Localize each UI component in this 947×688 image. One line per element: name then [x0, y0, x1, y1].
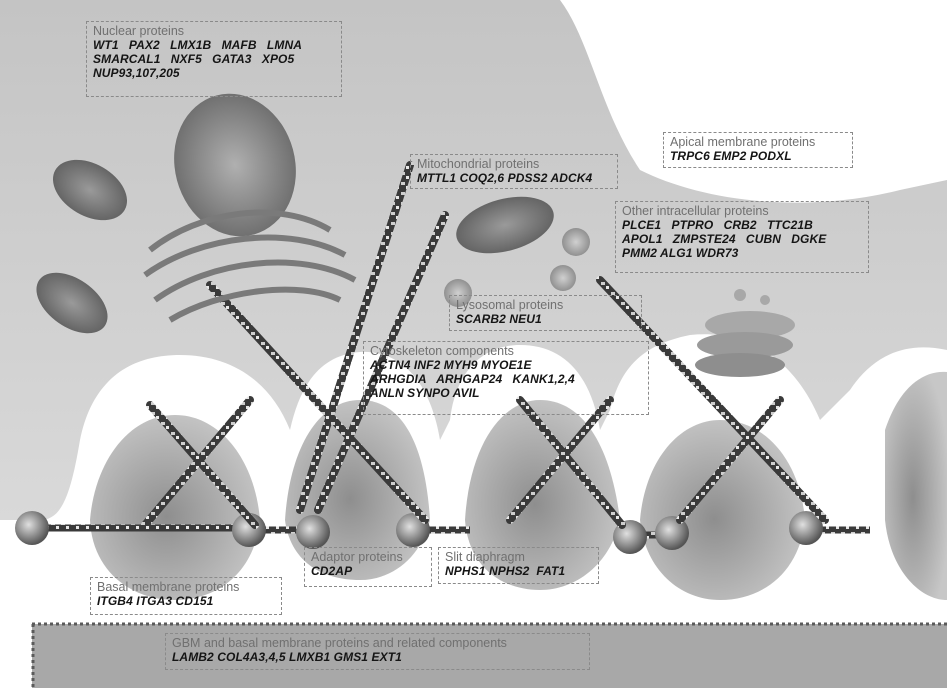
box-title: GBM and basal membrane proteins and rela…: [172, 636, 583, 650]
gene-list: WT1 PAX2 LMX1B MAFB LMNA: [93, 38, 335, 52]
gene-list: PMM2 ALG1 WDR73: [622, 246, 862, 260]
gene-list: CD2AP: [311, 564, 425, 578]
basal-membrane-proteins-box: Basal membrane proteins ITGB4 ITGA3 CD15…: [90, 577, 282, 615]
box-title: Nuclear proteins: [93, 24, 335, 38]
box-title: Adaptor proteins: [311, 550, 425, 564]
box-title: Apical membrane proteins: [670, 135, 846, 149]
gene-list: PLCE1 PTPRO CRB2 TTC21B: [622, 218, 862, 232]
box-title: Slit diaphragm: [445, 550, 592, 564]
adaptor-proteins-box: Adaptor proteins CD2AP: [304, 547, 432, 587]
gene-list: ANLN SYNPO AVIL: [370, 386, 642, 400]
gene-list: MTTL1 COQ2,6 PDSS2 ADCK4: [417, 171, 611, 185]
gene-list: ITGB4 ITGA3 CD151: [97, 594, 275, 608]
nuclear-proteins-box: Nuclear proteins WT1 PAX2 LMX1B MAFB LMN…: [86, 21, 342, 97]
cytoskeleton-components-box: Cytoskeleton components ACTN4 INF2 MYH9 …: [363, 341, 649, 415]
gene-list: ARHGDIA ARHGAP24 KANK1,2,4: [370, 372, 642, 386]
box-title: Cytoskeleton components: [370, 344, 642, 358]
gene-list: TRPC6 EMP2 PODXL: [670, 149, 846, 163]
box-title: Basal membrane proteins: [97, 580, 275, 594]
gene-list: NPHS1 NPHS2 FAT1: [445, 564, 592, 578]
gene-list: SCARB2 NEU1: [456, 312, 635, 326]
gene-list: LAMB2 COL4A3,4,5 LMXB1 GMS1 EXT1: [172, 650, 583, 664]
box-title: Lysosomal proteins: [456, 298, 635, 312]
mitochondrial-proteins-box: Mitochondrial proteins MTTL1 COQ2,6 PDSS…: [410, 154, 618, 189]
foot-process: [640, 420, 805, 600]
gbm-components-box: GBM and basal membrane proteins and rela…: [165, 633, 590, 670]
box-title: Mitochondrial proteins: [417, 157, 611, 171]
apical-membrane-proteins-box: Apical membrane proteins TRPC6 EMP2 PODX…: [663, 132, 853, 168]
gene-list: ACTN4 INF2 MYH9 MYOE1E: [370, 358, 642, 372]
gene-list: NUP93,107,205: [93, 66, 335, 80]
other-intracellular-proteins-box: Other intracellular proteins PLCE1 PTPRO…: [615, 201, 869, 273]
gene-list: SMARCAL1 NXF5 GATA3 XPO5: [93, 52, 335, 66]
box-title: Other intracellular proteins: [622, 204, 862, 218]
slit-diaphragm-box: Slit diaphragm NPHS1 NPHS2 FAT1: [438, 547, 599, 584]
foot-process: [885, 372, 947, 600]
gene-list: APOL1 ZMPSTE24 CUBN DGKE: [622, 232, 862, 246]
lysosomal-proteins-box: Lysosomal proteins SCARB2 NEU1: [449, 295, 642, 331]
